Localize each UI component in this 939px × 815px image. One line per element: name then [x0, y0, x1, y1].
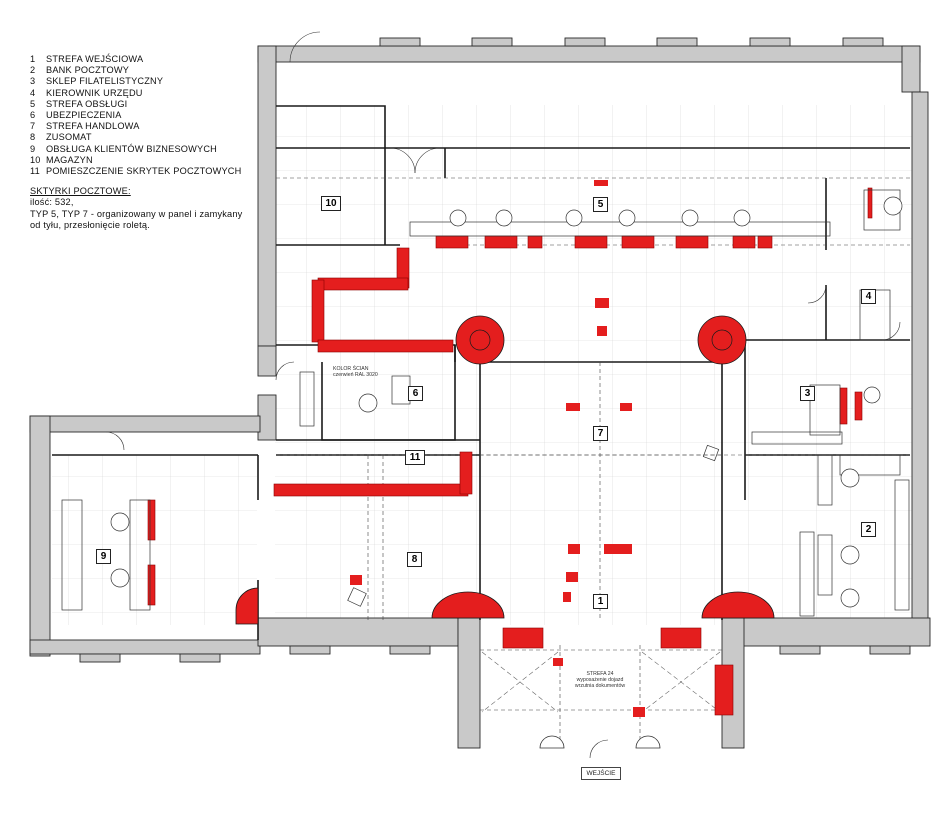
- zone-label-8: 8: [407, 552, 422, 567]
- zone-label-1: 1: [593, 594, 608, 609]
- zone-label-4: 4: [861, 289, 876, 304]
- strefa24-note: STREFA 24 wyposażenie dojazd wrzutnia do…: [574, 671, 626, 689]
- wall-color-note: KOLOR ŚCIAN czerwień RAL 3020: [333, 366, 378, 378]
- boxes-header: SKTYRKI POCZTOWE:: [30, 186, 131, 197]
- zone-label-7: 7: [593, 426, 608, 441]
- entry-columns: [539, 735, 661, 749]
- floor-grid-main: [275, 105, 915, 625]
- red-markers: [350, 180, 645, 717]
- red-columns: [235, 315, 775, 625]
- boxes-desc-1: TYP 5, TYP 7 - organizowany w panel i za…: [30, 208, 243, 219]
- zone-label-5: 5: [593, 197, 608, 212]
- zone-label-3: 3: [800, 386, 815, 401]
- entrance-label: WEJŚCIE: [581, 767, 621, 780]
- red-walls: [147, 187, 873, 716]
- doors: [105, 31, 901, 759]
- zone-label-10: 10: [321, 196, 341, 211]
- boxes-desc-2: od tyłu, przesłonięcie roletą.: [30, 219, 150, 230]
- strefa24-cross: [481, 651, 721, 713]
- boxes-count: ilość: 532,: [30, 197, 74, 208]
- zone-label-6: 6: [408, 386, 423, 401]
- zone-label-11: 11: [405, 450, 425, 465]
- zone-label-2: 2: [861, 522, 876, 537]
- zone-label-9: 9: [96, 549, 111, 564]
- exterior-walls: [29, 37, 931, 749]
- chairs: [110, 196, 903, 608]
